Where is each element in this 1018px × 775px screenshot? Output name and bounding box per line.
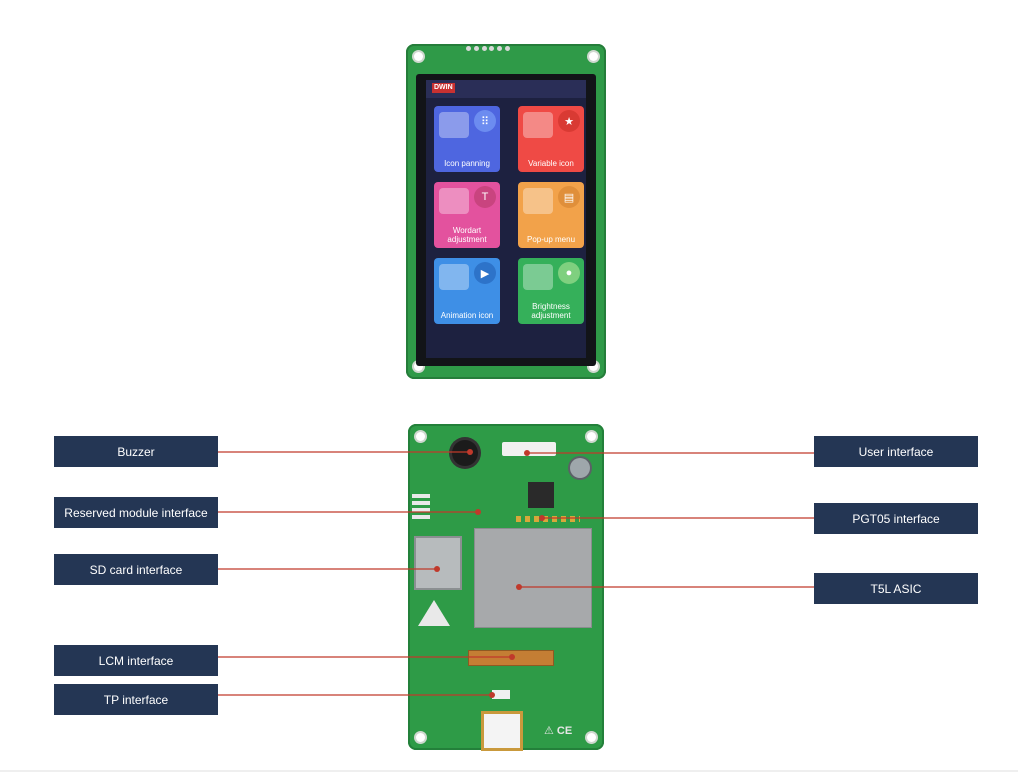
tile-decoration (439, 112, 469, 138)
star-icon: ★ (558, 110, 580, 132)
sd-card-slot (414, 536, 462, 590)
user-interface-connector (502, 442, 556, 456)
tile-decoration (439, 264, 469, 290)
mounting-hole (414, 362, 423, 371)
window-icon: ▤ (558, 186, 580, 208)
tile-label: Variable icon (528, 159, 574, 168)
mounting-hole (589, 362, 598, 371)
tile-decoration (523, 112, 553, 138)
callout-tp-interface: TP interface (54, 684, 218, 715)
menu-tile[interactable]: ▶ Animation icon (434, 258, 500, 324)
mounting-hole (416, 432, 425, 441)
top-pin-header (466, 46, 510, 54)
callout-reserved-module-interface: Reserved module interface (54, 497, 218, 528)
callout-buzzer: Buzzer (54, 436, 218, 467)
t5l-asic-shield (474, 528, 592, 628)
callout-sd-card-interface: SD card interface (54, 554, 218, 585)
tile-label: Pop-up menu (526, 235, 576, 244)
tp-connector (492, 690, 510, 699)
divider (0, 770, 1018, 772)
buzzer-component (452, 440, 478, 466)
callout-lcm-interface: LCM interface (54, 645, 218, 676)
mounting-hole (587, 432, 596, 441)
mounting-hole (414, 52, 423, 61)
tile-decoration (523, 188, 553, 214)
power-ic (528, 482, 554, 508)
callout-pgt05-interface: PGT05 interface (814, 503, 978, 534)
warning-triangle-icon (418, 600, 450, 626)
ce-mark-icon: ⚠ CE (544, 725, 573, 737)
text-icon: T (474, 186, 496, 208)
menu-tile[interactable]: T Wordart adjustment (434, 182, 500, 248)
tile-decoration (523, 264, 553, 290)
mounting-hole (587, 733, 596, 742)
display-module-back: ⚠ CE (408, 424, 604, 750)
tile-label: Animation icon (440, 311, 494, 320)
callout-user-interface: User interface (814, 436, 978, 467)
tile-decoration (439, 188, 469, 214)
tile-label: Wordart adjustment (447, 226, 487, 244)
capacitor (570, 458, 590, 478)
screen-top-bar: DWIN (426, 80, 586, 98)
reserved-module-pads (412, 494, 430, 522)
bulb-icon: ● (558, 262, 580, 284)
lcm-connector (468, 650, 554, 666)
tile-label: Icon panning (444, 159, 490, 168)
mounting-hole (589, 52, 598, 61)
menu-tile[interactable]: ⠿ Icon panning (434, 106, 500, 172)
menu-tile[interactable]: ● Brightness adjustment (518, 258, 584, 324)
qr-code-sticker (484, 714, 520, 748)
brand-logo: DWIN (432, 83, 455, 93)
callout-t5l-asic: T5L ASIC (814, 573, 978, 604)
mounting-hole (416, 733, 425, 742)
tile-label: Brightness adjustment (531, 302, 571, 320)
video-icon: ▶ (474, 262, 496, 284)
menu-tile[interactable]: ▤ Pop-up menu (518, 182, 584, 248)
pgt05-pins (516, 516, 580, 522)
grid-icon: ⠿ (474, 110, 496, 132)
menu-tile[interactable]: ★ Variable icon (518, 106, 584, 172)
